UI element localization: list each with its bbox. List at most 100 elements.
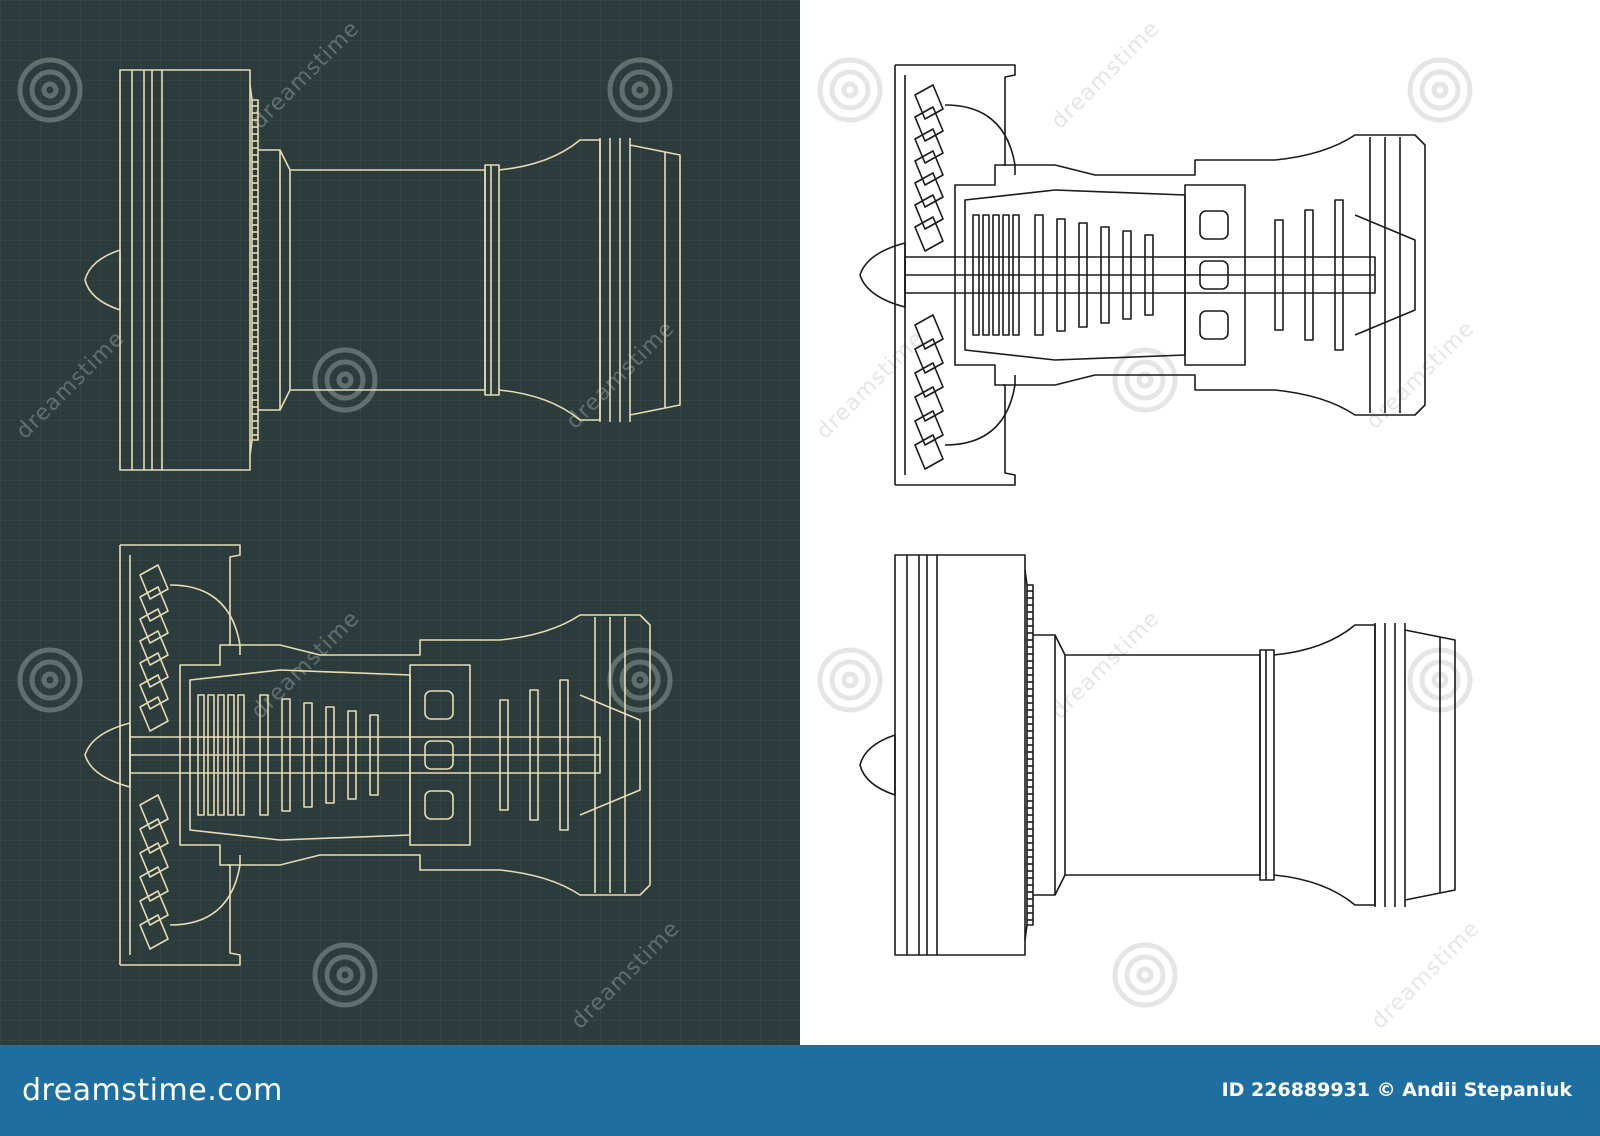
spiral-logo-icon bbox=[17, 57, 83, 123]
spinner-nose bbox=[859, 242, 906, 308]
spiral-ring-inner bbox=[336, 966, 354, 984]
core-casing bbox=[954, 134, 1426, 416]
fan-case-upper bbox=[120, 544, 241, 646]
fan-blade bbox=[914, 314, 944, 350]
spiral-ring-outer bbox=[607, 57, 673, 123]
fan-blade bbox=[139, 890, 169, 926]
combustor-can bbox=[424, 790, 454, 820]
lpc-disc bbox=[207, 694, 215, 816]
hpc-stage bbox=[369, 714, 379, 796]
spiral-ring-outer bbox=[607, 647, 673, 713]
spiral-ring-middle bbox=[324, 954, 366, 996]
lpc-disc bbox=[197, 694, 205, 816]
turbine-stage bbox=[559, 679, 569, 831]
watermark-layer: dreamstimedreamstimedreamstimedreamstime… bbox=[812, 16, 1485, 1034]
fan-blade bbox=[139, 696, 169, 732]
combustor-can bbox=[1199, 260, 1229, 290]
fan-case bbox=[894, 554, 1026, 956]
lpc-disc bbox=[217, 694, 225, 816]
spiral-ring-middle bbox=[1124, 359, 1166, 401]
fan-blade bbox=[914, 386, 944, 422]
spiral-ring-outer bbox=[17, 647, 83, 713]
turbofan-cutaway-view bbox=[859, 64, 1426, 486]
turbofan-exterior-view bbox=[84, 69, 681, 471]
hpc-stage bbox=[1034, 214, 1044, 336]
hpc-stage bbox=[303, 702, 313, 808]
spiral-logo-icon bbox=[607, 57, 673, 123]
core-body bbox=[290, 169, 486, 391]
turbofan-exterior-view bbox=[859, 554, 1456, 956]
lpc-disc bbox=[972, 214, 980, 336]
watermark-text: dreamstime bbox=[1367, 916, 1485, 1034]
spiral-logo-icon bbox=[17, 647, 83, 713]
hpc-stage bbox=[1100, 226, 1110, 324]
spiral-logo-icon bbox=[312, 347, 378, 413]
fan-blade bbox=[139, 866, 169, 902]
turbine-stage bbox=[1274, 219, 1284, 331]
spiral-ring-inner bbox=[841, 81, 859, 99]
spiral-ring-middle bbox=[1419, 69, 1461, 111]
bypass-duct-upper bbox=[169, 584, 241, 655]
fan-case-lower bbox=[120, 864, 241, 966]
fan-blade bbox=[139, 794, 169, 830]
spiral-ring-middle bbox=[29, 659, 71, 701]
spiral-ring-middle bbox=[619, 69, 661, 111]
spiral-ring-inner bbox=[41, 81, 59, 99]
spiral-logo-icon bbox=[1112, 347, 1178, 413]
spiral-logo-icon bbox=[1407, 57, 1473, 123]
watermark-text: dreamstime bbox=[1362, 316, 1480, 434]
spiral-ring-outer bbox=[1112, 347, 1178, 413]
spiral-logo-icon bbox=[817, 647, 883, 713]
fan-blade bbox=[914, 216, 944, 252]
spiral-ring-outer bbox=[17, 57, 83, 123]
spiral-ring-middle bbox=[1124, 954, 1166, 996]
spiral-ring-middle bbox=[29, 69, 71, 111]
spiral-logo-icon bbox=[1112, 942, 1178, 1008]
spiral-ring-middle bbox=[829, 659, 871, 701]
hpc-stage bbox=[347, 710, 357, 800]
spiral-ring-middle bbox=[829, 69, 871, 111]
spiral-logo-icon bbox=[312, 942, 378, 1008]
core-collar-step bbox=[1054, 634, 1066, 896]
hpc-stage bbox=[259, 694, 269, 816]
watermark-text: dreamstime bbox=[247, 606, 365, 724]
spiral-logo-icon bbox=[607, 647, 673, 713]
combustor-frame bbox=[409, 664, 471, 846]
spiral-ring-outer bbox=[312, 347, 378, 413]
spiral-ring-inner bbox=[841, 671, 859, 689]
turbofan-cutaway-view bbox=[84, 544, 651, 966]
footer-logo-text: dreamstime.com bbox=[22, 1073, 283, 1108]
turbine-stage bbox=[1304, 209, 1314, 341]
fan-blade bbox=[914, 362, 944, 398]
spiral-ring-outer bbox=[1112, 942, 1178, 1008]
core-collar bbox=[258, 149, 281, 411]
fan-gear-ring bbox=[252, 99, 259, 441]
spiral-ring-middle bbox=[324, 359, 366, 401]
dark-panel-drawing: dreamstimedreamstimedreamstimedreamstime… bbox=[12, 16, 685, 1034]
watermark-text: dreamstime bbox=[12, 326, 130, 444]
spiral-ring-middle bbox=[619, 659, 661, 701]
combustor-frame bbox=[1184, 184, 1246, 366]
bypass-duct-lower bbox=[169, 855, 241, 926]
fan-blade bbox=[914, 194, 944, 230]
lpc-disc bbox=[237, 694, 245, 816]
hpc-stage bbox=[325, 706, 335, 804]
spiral-ring-outer bbox=[817, 57, 883, 123]
fan-blade bbox=[139, 564, 169, 600]
hpc-stage bbox=[281, 698, 291, 812]
fan-blade bbox=[139, 652, 169, 688]
spinner-nose bbox=[84, 249, 121, 311]
hpc-stage bbox=[1122, 230, 1132, 320]
turbine-stage bbox=[499, 699, 509, 811]
combustor-can bbox=[424, 740, 454, 770]
fan-blade bbox=[139, 674, 169, 710]
spiral-ring-outer bbox=[312, 942, 378, 1008]
core-casing bbox=[179, 614, 651, 896]
fan-blade bbox=[139, 818, 169, 854]
lpc-disc bbox=[1002, 214, 1010, 336]
spiral-ring-inner bbox=[1136, 371, 1154, 389]
combustor-can bbox=[1199, 310, 1229, 340]
